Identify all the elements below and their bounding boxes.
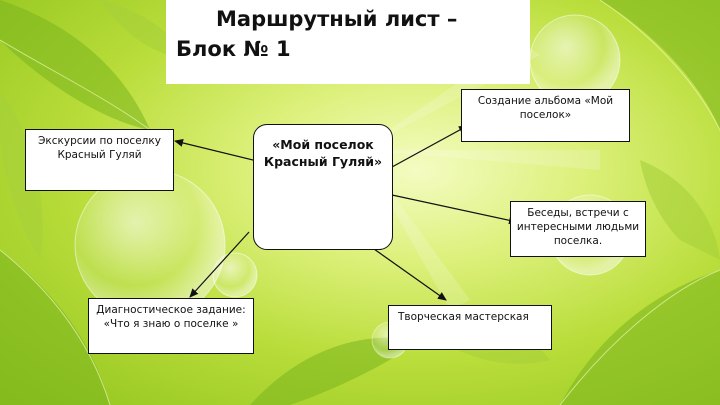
node-excursions: Экскурсии по поселку Красный Гуляй bbox=[25, 129, 174, 191]
node-talks: Беседы, встречи с интересными людьми пос… bbox=[510, 201, 646, 257]
center-node: «Мой поселок Красный Гуляй» bbox=[253, 124, 393, 250]
node-album: Создание альбома «Мой поселок» bbox=[461, 89, 630, 142]
slide-title: Маршрутный лист – Блок № 1 bbox=[176, 7, 458, 61]
title-box: Маршрутный лист – Блок № 1 bbox=[166, 0, 530, 84]
node-diagnostic: Диагностическое задание: «Что я знаю о п… bbox=[88, 298, 254, 354]
node-workshop: Творческая мастерская bbox=[388, 305, 552, 350]
